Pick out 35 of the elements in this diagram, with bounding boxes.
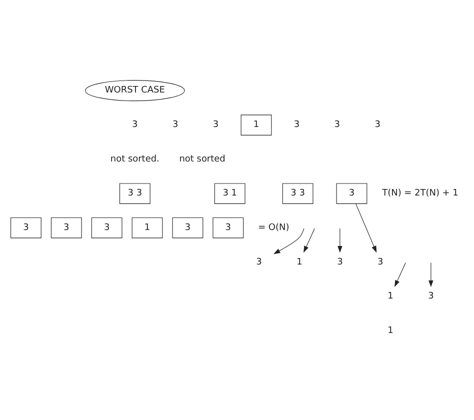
label: 3 — [374, 120, 380, 130]
label: 3 — [212, 120, 219, 130]
label: 3 — [172, 120, 178, 130]
label: 3 — [132, 120, 138, 130]
node-text: 3 — [428, 291, 434, 302]
node-box: 3 3 — [119, 182, 150, 204]
node-text: 1 — [388, 291, 394, 302]
node-box: 3 — [10, 216, 42, 238]
node-text: 3 — [378, 256, 384, 267]
node-ellipse: WORST CASE — [85, 80, 185, 101]
node-box: 3 — [91, 216, 122, 238]
label: T(N) = 2T(N) + 1 — [382, 188, 458, 198]
node-box: 3 1 — [214, 182, 246, 204]
node-box: 3 — [336, 182, 368, 204]
arrow — [338, 228, 342, 252]
arrow — [394, 262, 406, 286]
node-text: 1 — [296, 256, 302, 267]
node-box: 3 3 — [282, 182, 314, 204]
node-text: 3 — [256, 256, 262, 267]
label: not sorted. — [110, 154, 160, 164]
arrow — [356, 203, 377, 252]
node-box: 3 — [212, 216, 244, 238]
label: = O(N) — [258, 222, 290, 232]
arrow — [304, 228, 315, 252]
label: not sorted — [179, 154, 226, 164]
node-box: 1 — [132, 216, 163, 238]
arrow — [273, 228, 304, 254]
label: 3 — [334, 120, 340, 130]
node-box: 1 — [240, 114, 272, 135]
label: 3 — [294, 120, 300, 130]
node-box: 3 — [50, 216, 82, 238]
node-text: 1 — [388, 325, 394, 336]
node-text: 3 — [337, 256, 343, 267]
node-box: 3 — [172, 216, 204, 238]
arrow — [428, 262, 434, 287]
